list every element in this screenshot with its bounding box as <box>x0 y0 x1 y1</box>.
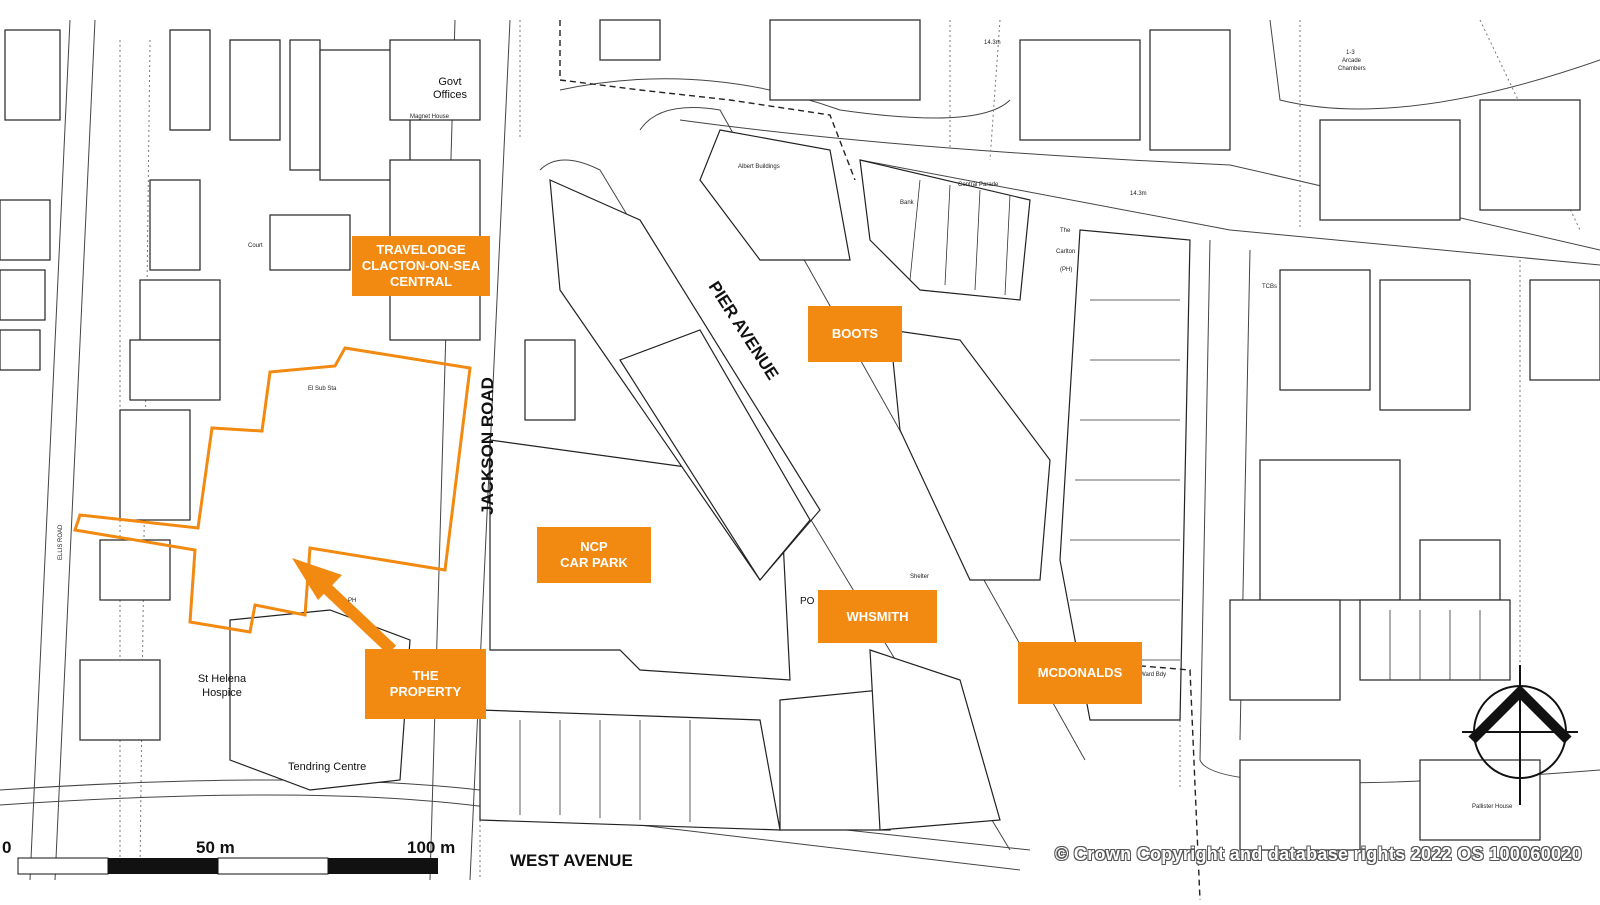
height-label-2: 14.3m <box>1130 191 1147 197</box>
height-label-1: 14.3m <box>984 40 1001 46</box>
scale-bar <box>17 857 438 875</box>
tcbs-label: TCBs <box>1262 284 1277 290</box>
plot-divisions <box>519 179 1481 822</box>
shelter-label: Shelter <box>910 574 929 580</box>
property-arrow <box>292 558 397 655</box>
boots-callout: BOOTS <box>808 306 902 362</box>
albert-buildings-label: Albert Buildings <box>738 164 780 170</box>
ward-bdy-label: Ward Bdy <box>1140 672 1166 678</box>
mcdonalds-callout: MCDONALDS <box>1018 642 1142 704</box>
jackson-road-label: JACKSON ROAD <box>478 377 497 515</box>
ncp-callout: NCP CAR PARK <box>537 527 651 583</box>
tendring-centre-label: Tendring Centre <box>288 761 366 773</box>
ph-label: PH <box>348 598 356 604</box>
whsmith-callout: WHSMITH <box>818 590 937 643</box>
ward-boundary <box>559 20 1201 901</box>
bank-label: Bank <box>900 200 915 206</box>
road-edges <box>0 19 1600 881</box>
ellis-road-label: ELLIS ROAD <box>58 524 64 560</box>
scale-label-100: 100 m <box>407 838 456 857</box>
north-arrow-icon <box>1462 665 1578 805</box>
scale-label-0: 0 <box>2 838 12 857</box>
scale-label-50: 50 m <box>196 838 235 857</box>
po-label: PO <box>800 596 815 607</box>
copyright-notice: © Crown Copyright and database rights 20… <box>1055 844 1582 864</box>
property-callout: THE PROPERTY <box>365 649 486 719</box>
pallister-house-label: Pallister House <box>1472 804 1513 810</box>
travelodge-callout: TRAVELODGE CLACTON-ON-SEA CENTRAL <box>352 236 490 296</box>
el-sub-sta-label: El Sub Sta <box>308 386 337 392</box>
magnet-house-label: Magnet House <box>410 114 450 120</box>
buildings <box>0 19 1600 851</box>
central-parade-label: Central Parade <box>958 182 999 188</box>
property-boundary <box>73 346 472 634</box>
west-avenue-label: WEST AVENUE <box>510 851 633 870</box>
court-label: Court <box>248 243 263 249</box>
